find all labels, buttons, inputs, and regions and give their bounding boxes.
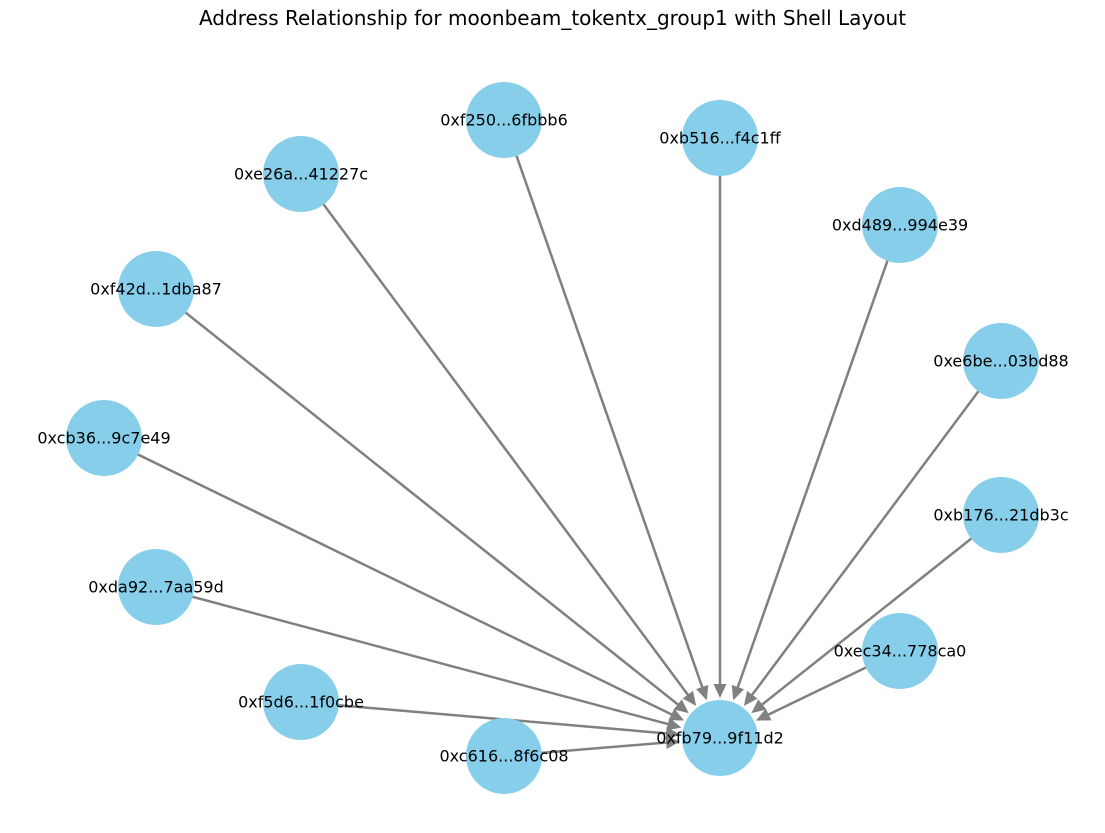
node-label: 0xe6be...03bd88 (933, 352, 1068, 371)
node-circle (862, 613, 938, 689)
edge-n3-to-center (299, 173, 690, 698)
node-circle (963, 323, 1039, 399)
node-label: 0xcb36...9c7e49 (37, 429, 170, 448)
node-circle (466, 718, 542, 794)
node-label: 0xfb79...9f11d2 (656, 729, 784, 748)
node-circle (963, 477, 1039, 553)
node-circle (682, 700, 758, 776)
node-center: 0xfb79...9f11d2 (656, 700, 784, 776)
node-n1: 0xb516...f4c1ff (659, 100, 782, 176)
arrowhead-n2-to-center (696, 684, 709, 701)
node-circle (66, 400, 142, 476)
arrowhead-n3-to-center (682, 690, 697, 706)
edges-layer (103, 119, 1003, 758)
arrowhead-n11-to-center (743, 690, 758, 706)
node-n11: 0xe6be...03bd88 (933, 323, 1069, 399)
arrowhead-n10-to-center (751, 699, 767, 714)
arrowhead-n9-to-center (756, 708, 772, 721)
node-n3: 0xe26a...41227c (234, 136, 368, 212)
diagram-title: Address Relationship for moonbeam_tokent… (198, 6, 907, 30)
node-n9: 0xec34...778ca0 (834, 613, 967, 689)
node-label: 0xb176...21db3c (933, 506, 1068, 525)
node-n8: 0xc616...8f6c08 (439, 718, 569, 794)
edge-n4-to-center (155, 288, 681, 707)
node-label: 0xe26a...41227c (234, 165, 368, 184)
node-circle (862, 187, 938, 263)
node-label: 0xda92...7aa59d (88, 578, 224, 597)
node-label: 0xb516...f4c1ff (659, 129, 781, 148)
node-circle (466, 82, 542, 158)
node-label: 0xd489...994e39 (832, 216, 968, 235)
node-n10: 0xb176...21db3c (933, 477, 1069, 553)
edge-n7-to-center (300, 700, 669, 735)
node-n2: 0xf250...6fbbb6 (440, 82, 568, 158)
node-label: 0xf250...6fbbb6 (440, 111, 568, 130)
arrowhead-n12-to-center (731, 684, 745, 701)
node-n7: 0xf5d6...1f0cbe (238, 664, 364, 740)
edge-n2-to-center (502, 119, 705, 690)
edge-n12-to-center (736, 224, 902, 690)
nodes-layer: 0xfb79...9f11d2 0xb516...f4c1ff 0xf250...6… (37, 82, 1069, 794)
node-circle (118, 251, 194, 327)
arrowhead-n4-to-center (673, 699, 689, 714)
edge-n10-to-center (759, 514, 1002, 707)
node-n5: 0xcb36...9c7e49 (37, 400, 171, 476)
edge-n6-to-center (155, 585, 671, 726)
edge-n5-to-center (103, 436, 674, 717)
arrowhead-n8-to-center (665, 736, 681, 749)
arrowhead-n7-to-center (665, 726, 681, 740)
node-label: 0xf42d...1dba87 (90, 280, 222, 299)
node-n6: 0xda92...7aa59d (88, 549, 224, 625)
node-n12: 0xd489...994e39 (832, 187, 968, 263)
arrowhead-n1-to-center (713, 684, 727, 698)
node-circle (682, 100, 758, 176)
node-label: 0xf5d6...1f0cbe (238, 693, 364, 712)
node-label: 0xec34...778ca0 (834, 642, 967, 661)
arrowhead-n6-to-center (666, 717, 682, 731)
node-circle (263, 136, 339, 212)
node-label: 0xc616...8f6c08 (439, 747, 568, 766)
node-n4: 0xf42d...1dba87 (90, 251, 222, 327)
edge-n11-to-center (750, 360, 1003, 698)
node-circle (118, 549, 194, 625)
arrowhead-n5-to-center (668, 708, 685, 721)
node-circle (263, 664, 339, 740)
